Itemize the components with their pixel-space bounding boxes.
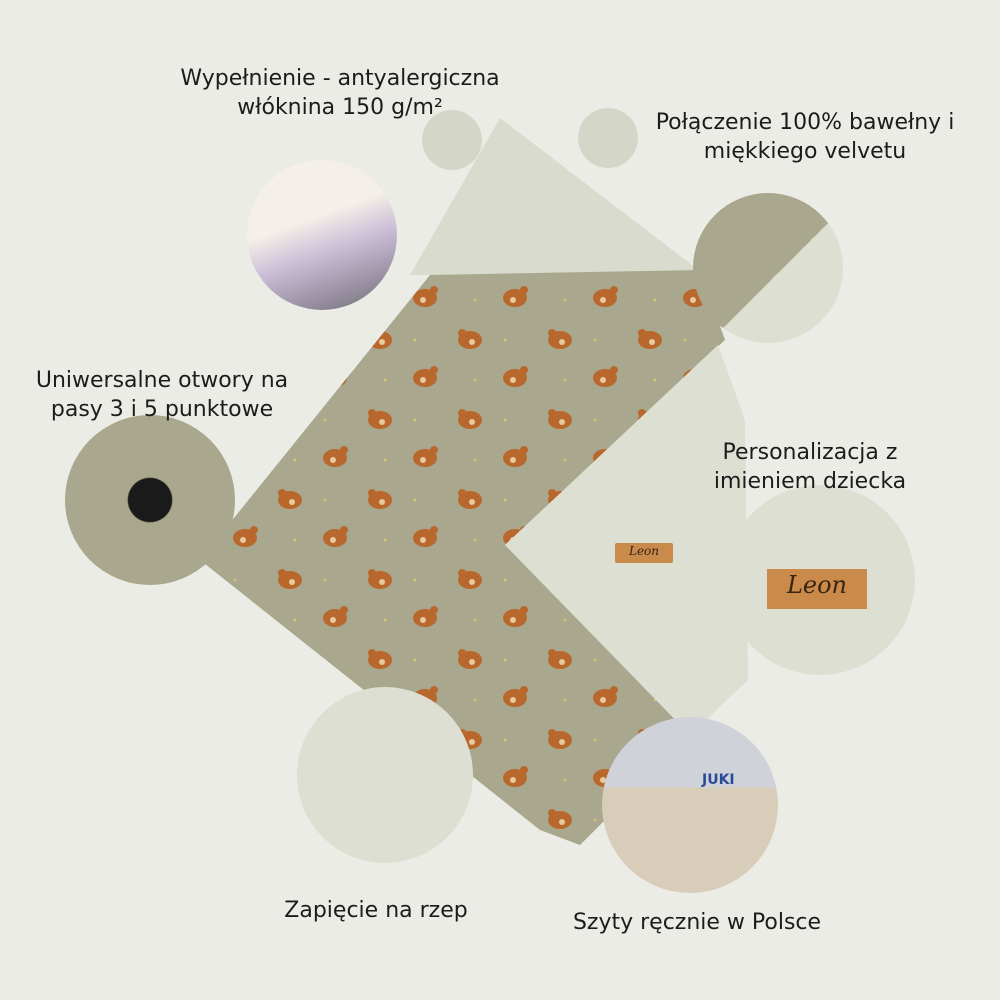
- detail-personalization-photo: Leon: [725, 485, 915, 675]
- blanket-pattern: [200, 270, 725, 845]
- detail-velcro-photo: [297, 687, 473, 863]
- feature-handmade: Szyty ręcznie w Polsce: [572, 910, 822, 935]
- personalization-tag-text: Leon: [786, 571, 848, 599]
- detail-fabric-photo: [693, 193, 843, 343]
- hood: [410, 118, 705, 275]
- detail-handmade-photo: JUKI: [602, 717, 778, 893]
- detail-filling-photo: [247, 160, 397, 310]
- detail-straps-photo: [65, 415, 235, 585]
- feature-velcro: Zapięcie na rzep: [284, 898, 468, 923]
- machine-brand: JUKI: [702, 772, 735, 788]
- hood-ear-right: [578, 108, 638, 168]
- name-tag: [615, 543, 673, 563]
- hood-ear-left: [422, 110, 482, 170]
- blanket-flap: [505, 345, 748, 735]
- name-tag-text: Leon: [628, 544, 660, 558]
